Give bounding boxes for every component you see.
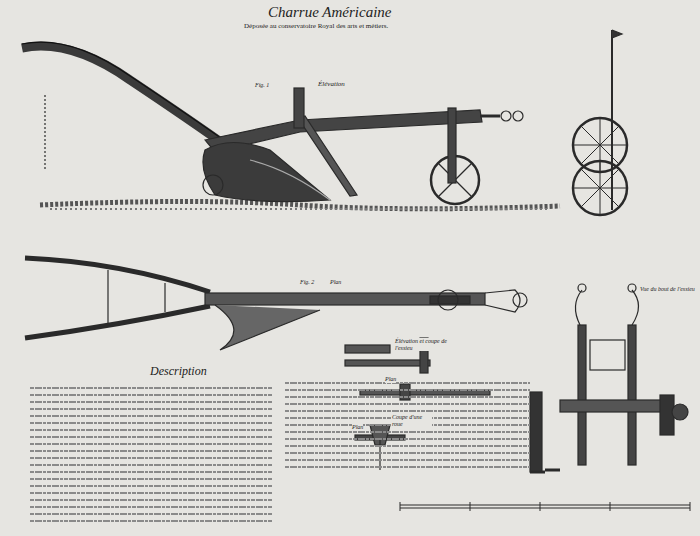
figure-number: Fig. 1 xyxy=(255,82,269,89)
plate-title: Charrue Américaine xyxy=(268,4,391,21)
section-heading: Description xyxy=(150,365,207,378)
detail-label: Coupe d'une roue xyxy=(392,414,432,427)
subtitle: Déposée au conservatoire Royal des arts … xyxy=(244,23,388,31)
detail-label: Élévation et coupe de l'essieu xyxy=(395,338,455,351)
detail-label: Plan xyxy=(385,376,396,383)
view-label: Élévation xyxy=(318,81,345,89)
detail-label: Plan xyxy=(352,424,363,431)
detail-label: Vue du bout de l'essieu xyxy=(640,286,695,293)
figure-number: Fig. 2 xyxy=(300,279,314,286)
view-label: Plan xyxy=(330,279,341,286)
